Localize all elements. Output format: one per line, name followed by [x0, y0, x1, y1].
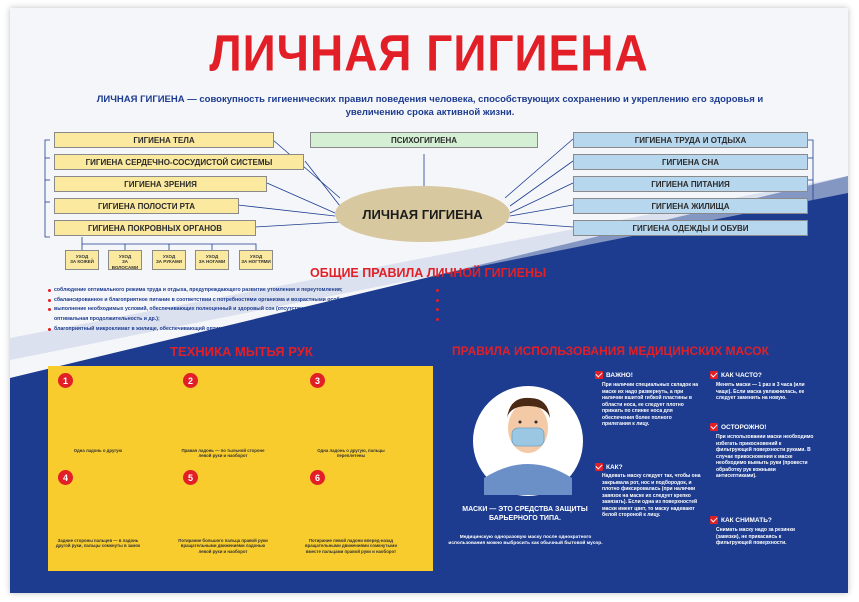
center-oval: ЛИЧНАЯ ГИГИЕНА — [335, 186, 510, 242]
right-box-work: ГИГИЕНА ТРУДА И ОТДЫХА — [573, 132, 808, 148]
mask-text-important: При наличии специальных складок на маске… — [602, 382, 699, 427]
rules-right-list: воздуха и естественной освещенности поме… — [436, 286, 816, 325]
right-box-food: ГИГИЕНА ПИТАНИЯ — [573, 176, 808, 192]
left-box-skin: ГИГИЕНА ПОКРОВНЫХ ОРГАНОВ — [54, 220, 256, 236]
mask-disposal-note: Медицинскую одноразовую маску после одно… — [448, 535, 603, 547]
left-box-body: ГИГИЕНА ТЕЛА — [54, 132, 274, 148]
light-stripe — [10, 176, 848, 593]
check-icon — [710, 516, 718, 524]
step-caption: Одна ладонь о другую — [73, 448, 123, 453]
rule-item: тщательный уход за зубами, обеспечивающи… — [436, 305, 816, 315]
mask-head-how: КАК? — [595, 463, 623, 471]
step-caption: Одна ладонь о другую, пальцы переплетены — [317, 448, 385, 459]
check-icon — [710, 423, 718, 431]
rule-item: выполнение необходимых условий, обеспечи… — [48, 305, 436, 324]
general-rules-title: ОБЩИЕ ПРАВИЛА ЛИЧНОЙ ГИГИЕНЫ — [310, 266, 547, 280]
step-number: 3 — [310, 373, 325, 388]
mask-person-illustration — [471, 384, 585, 498]
mask-text-how: Надевать маску следует так, чтобы она за… — [602, 473, 701, 518]
step-number: 6 — [310, 470, 325, 485]
mask-head-often: КАК ЧАСТО? — [710, 371, 762, 379]
mask-head-remove: КАК СНИМАТЬ? — [710, 516, 772, 524]
left-box-mouth: ГИГИЕНА ПОЛОСТИ РТА — [54, 198, 239, 214]
masks-title: ПРАВИЛА ИСПОЛЬЗОВАНИЯ МЕДИЦИНСКИХ МАСОК — [452, 344, 769, 358]
mask-head-important: ВАЖНО! — [595, 371, 633, 379]
step-number: 2 — [183, 373, 198, 388]
rules-left-list: соблюдение оптимального режима труда и о… — [48, 286, 436, 334]
step-number: 5 — [183, 470, 198, 485]
poster-subtitle: ЛИЧНАЯ ГИГИЕНА — совокупность гигиеничес… — [96, 94, 764, 118]
step-caption: Потирание большого пальца правой руки вр… — [178, 538, 268, 554]
mask-text-remove: Снимать маску надо за резинки (завязки),… — [716, 527, 795, 546]
rule-item: благоприятный микроклимат в жилище, обес… — [48, 325, 436, 335]
right-box-clothes: ГИГИЕНА ОДЕЖДЫ И ОБУВИ — [573, 220, 808, 236]
rule-item: спокойное и обдуманное поведение в конфл… — [436, 315, 816, 325]
right-box-home: ГИГИЕНА ЖИЛИЩА — [573, 198, 808, 214]
rule-item: воздуха и естественной освещенности поме… — [436, 286, 816, 296]
step-number: 4 — [58, 470, 73, 485]
hands-title: ТЕХНИКА МЫТЬЯ РУК — [170, 344, 313, 359]
hands-panel — [48, 366, 433, 571]
left-box-cardio: ГИГИЕНА СЕРДЕЧНО-СОСУДИСТОЙ СИСТЕМЫ — [54, 154, 304, 170]
right-box-sleep: ГИГИЕНА СНА — [573, 154, 808, 170]
left-box-vision: ГИГИЕНА ЗРЕНИЯ — [54, 176, 267, 192]
rule-item: сбалансированное и благоприятное питание… — [48, 296, 436, 306]
psycho-box: ПСИХОГИГИЕНА — [310, 132, 538, 148]
step-caption: Правая ладонь — по тыльной стороне левой… — [181, 448, 265, 459]
step-caption: Потирание левой ладони вперед-назад вращ… — [305, 538, 397, 554]
mask-text-careful: При использовании маски необходимо избег… — [716, 434, 814, 479]
check-icon — [595, 371, 603, 379]
poster-title: ЛИЧНАЯ ГИГИЕНА — [209, 24, 649, 82]
step-caption: Задние стороны пальцев — в ладонь другой… — [55, 538, 141, 549]
mask-caption: МАСКИ — ЭТО СРЕДСТВА ЗАЩИТЫ БАРЬЕРНОГО Т… — [462, 506, 588, 523]
rule-item: соблюдение оптимального режима труда и о… — [48, 286, 436, 296]
check-icon — [710, 371, 718, 379]
connector-lines — [44, 138, 814, 250]
rule-item: содержание в чистоте тела, особенно рук … — [436, 296, 816, 306]
mask-text-often: Менять маски — 1 раз в 3 часа (или чаще)… — [716, 382, 805, 401]
mask-head-careful: ОСТОРОЖНО! — [710, 423, 766, 431]
check-icon — [595, 463, 603, 471]
poster: ЛИЧНАЯ ГИГИЕНА ЛИЧНАЯ ГИГИЕНА — совокупн… — [10, 8, 848, 593]
step-number: 1 — [58, 373, 73, 388]
